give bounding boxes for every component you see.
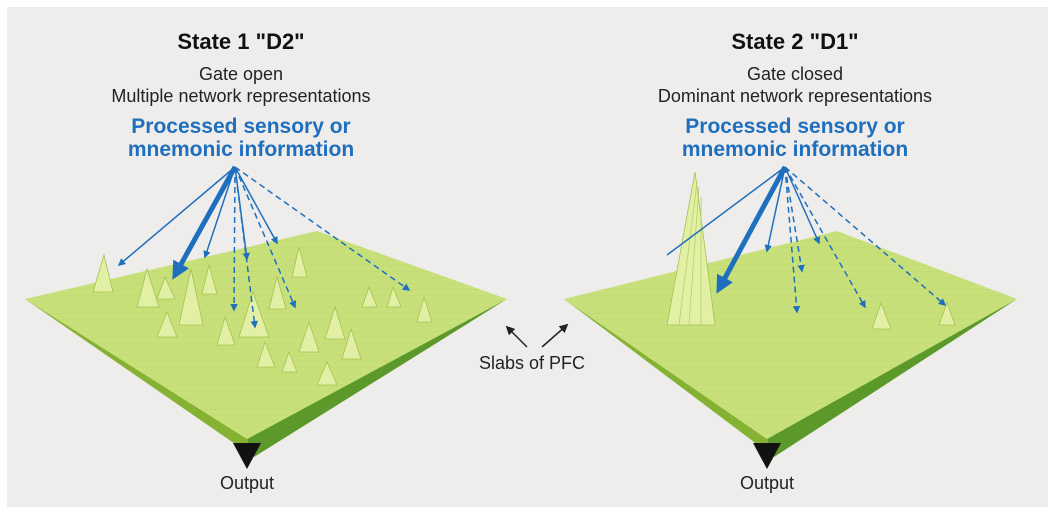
- right-slab-bottom-face: [564, 299, 774, 457]
- right-slab-right-face: [767, 299, 1017, 457]
- left-network-peaks: [92, 246, 433, 386]
- left-slab-right-face: [247, 299, 507, 457]
- left-gate-status: Gate open: [198, 64, 284, 84]
- left-output-label: Output: [219, 473, 275, 493]
- right-info-line2: mnemonic information: [681, 138, 909, 161]
- left-slab-bottom-face: [25, 299, 254, 457]
- right-output-label: Output: [739, 473, 795, 493]
- right-output-marker: [753, 443, 781, 469]
- left-pfc-slab: [25, 231, 507, 469]
- right-info-line1: Processed sensory or: [685, 115, 905, 138]
- slab-pointer-arrows: [505, 323, 569, 348]
- right-pfc-slab: [564, 171, 1017, 469]
- left-state-title: State 1 "D2": [177, 29, 305, 54]
- right-network-peaks: [666, 171, 956, 330]
- dominant-peak: [666, 171, 716, 326]
- left-info-line1: Processed sensory or: [131, 115, 351, 138]
- left-representation-label: Multiple network representations: [111, 86, 371, 106]
- right-input-arrows: [666, 165, 947, 314]
- left-output-marker: [233, 443, 261, 469]
- right-gate-status: Gate closed: [746, 64, 844, 84]
- slabs-of-pfc-label: Slabs of PFC: [478, 353, 586, 373]
- left-input-arrows: [117, 165, 411, 329]
- right-state-title: State 2 "D1": [731, 29, 859, 54]
- diagram-canvas: [25, 165, 1017, 469]
- right-representation-label: Dominant network representations: [657, 86, 933, 106]
- pfc-gating-diagram: State 1 "D2" Gate open Multiple network …: [7, 7, 1048, 507]
- left-info-line2: mnemonic information: [127, 138, 355, 161]
